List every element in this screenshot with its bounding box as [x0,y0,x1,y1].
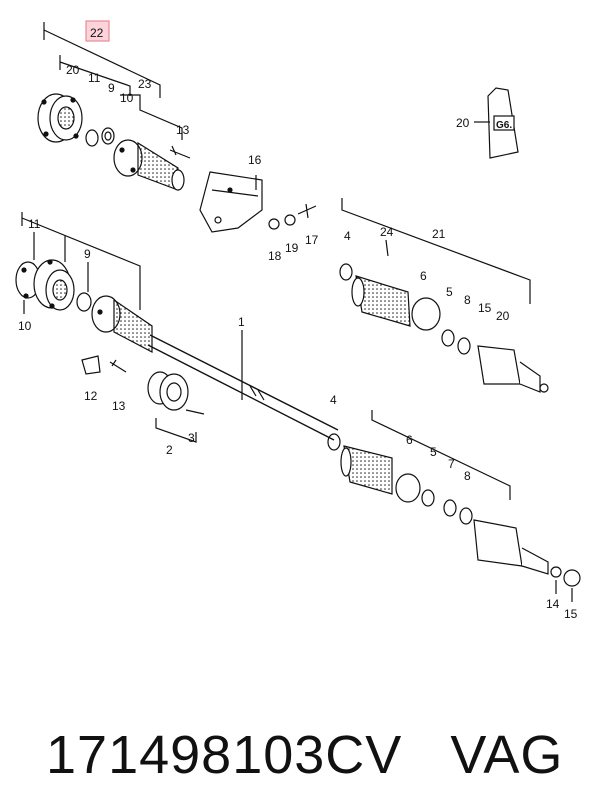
label-6: 6 [420,269,427,283]
washer-9-upper [101,127,115,145]
label-13: 13 [176,123,190,137]
label-18: 18 [268,249,282,263]
label-5: 5 [430,445,437,459]
washer-14 [550,566,562,578]
label-11: 11 [28,217,41,231]
bolt-17 [297,203,317,219]
label-3: 3 [188,431,195,445]
boot-lower-right [340,445,393,495]
washer-9-lower [76,292,92,312]
label-15: 15 [478,301,492,315]
washer-5-upper [441,329,455,347]
washer-7 [443,499,457,517]
clamp-6-lower [395,473,421,503]
part-number: 171498103CV [46,725,403,785]
circlip-11-upper [85,129,99,147]
nut-15 [563,569,581,587]
heat-shield-16 [199,171,263,233]
boot-23-upper [113,139,185,191]
highlight-box-22 [85,20,110,42]
label-16: 16 [248,153,262,167]
label-8: 8 [464,469,471,483]
label-11: 11 [88,71,101,85]
label-20: 20 [496,309,510,323]
label-14: 14 [546,597,560,611]
clip-4-upper [339,263,353,281]
label-13: 13 [112,399,126,413]
pin-3 [185,409,205,415]
label-19: 19 [285,241,299,255]
exploded-driveshaft-diagram: 22 20 11 9 23 10 13 16 20 18 19 17 11 9 … [15,20,581,621]
washer-19 [284,214,296,226]
label-1: 1 [238,315,245,329]
outer-cv-joint-lower [473,519,549,575]
clamp-12 [81,355,101,375]
circlip-8-upper [457,337,471,355]
label-22: 22 [90,26,104,40]
label-10: 10 [18,319,32,333]
circlip-8-lower [459,507,473,525]
label-17: 17 [305,233,319,247]
label-20: 20 [456,116,470,130]
bearing-2 [147,371,189,411]
outer-cv-joint-upper [477,345,549,393]
boot-24 [351,275,411,327]
label-15: 15 [564,607,578,621]
grease-tube [487,87,519,159]
label-12: 12 [84,389,98,403]
label-20: 20 [66,63,80,77]
boot-lower-left [91,295,153,353]
label-8: 8 [464,293,471,307]
washer-5-lower [421,489,435,507]
grease-tube-label: G6. [496,120,512,131]
cv-joint-upper [37,93,83,143]
label-24: 24 [380,225,394,239]
label-10: 10 [120,91,134,105]
washer-9-upper-inner [104,131,112,141]
label-4: 4 [344,229,351,243]
cv-joint-lower-left [15,259,75,311]
label-23: 23 [138,77,152,91]
caption: 171498103CV VAG [14,662,563,786]
label-5: 5 [446,285,453,299]
bolt-13-upper [169,145,191,159]
label-6: 6 [406,433,413,447]
washer-18 [268,218,280,230]
brand: VAG [450,725,564,785]
label-9: 9 [84,247,91,261]
label-7: 7 [448,457,455,471]
label-4: 4 [330,393,337,407]
clip-4-lower [327,433,341,451]
shaft-1 [147,334,339,441]
label-2: 2 [166,443,173,457]
label-9: 9 [108,81,115,95]
label-21: 21 [432,227,446,241]
bolt-13-lower [109,359,127,373]
part-labels: 22 20 11 9 23 10 13 16 20 18 19 17 11 9 … [18,26,578,621]
clamp-6-upper [411,297,441,331]
